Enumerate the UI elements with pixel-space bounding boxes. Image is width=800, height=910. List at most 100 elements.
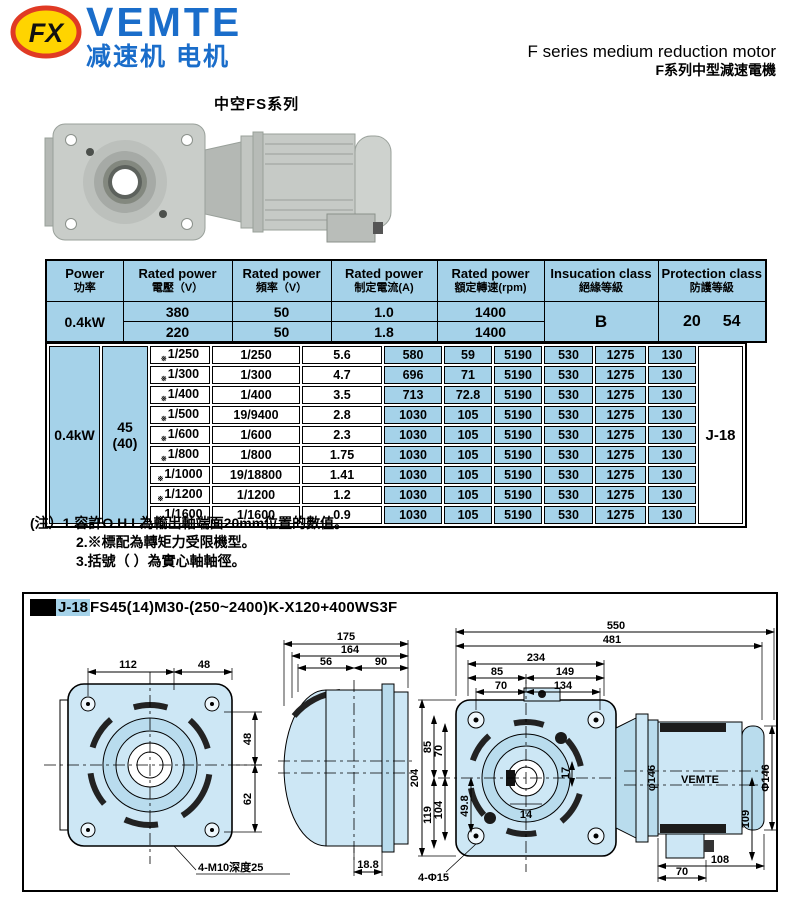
torque-kgfm: 105 bbox=[444, 446, 492, 464]
dim-17: 17 bbox=[560, 767, 572, 779]
ohl-kgf: 530 bbox=[544, 366, 593, 384]
dim-phi146-end: Φ146 bbox=[760, 764, 772, 791]
spec-row-220: 220 50 1.8 1400 bbox=[46, 321, 766, 343]
dim-14: 14 bbox=[520, 809, 533, 821]
page-ref: J-18 bbox=[698, 346, 743, 524]
val-1275: 1275 bbox=[595, 446, 646, 464]
speed-value: 1400 bbox=[436, 301, 545, 322]
output-speed: 2.3 bbox=[302, 426, 382, 444]
dim-18-8: 18.8 bbox=[357, 859, 378, 871]
torque-kgfm: 105 bbox=[444, 466, 492, 484]
dim-phi146-body: φ146 bbox=[646, 765, 658, 791]
val-1275: 1275 bbox=[595, 486, 646, 504]
torque-kgfm: 72.8 bbox=[444, 386, 492, 404]
ratio-a-value: 1/400 bbox=[167, 387, 200, 401]
ratio-mark: ※ bbox=[157, 476, 164, 483]
ratio-mark: ※ bbox=[160, 416, 167, 423]
dim-164: 164 bbox=[341, 644, 360, 656]
ratio-b: 1/600 bbox=[212, 426, 300, 444]
torque-nm: 1030 bbox=[384, 466, 442, 484]
ohl-kgf: 530 bbox=[544, 406, 593, 424]
dim-108: 108 bbox=[711, 854, 729, 866]
col-insulation-en: Insucation class bbox=[550, 266, 652, 282]
dim-49-8: 49.8 bbox=[459, 795, 471, 816]
shaft-size: 45 bbox=[117, 419, 133, 435]
voltage-value: 380 bbox=[122, 301, 233, 322]
torque-kgfm: 105 bbox=[444, 426, 492, 444]
ratio-row: 0.4kW 45 (40) ※1/250 1/250 5.6 580 59 51… bbox=[49, 346, 743, 524]
dim-134: 134 bbox=[554, 680, 573, 692]
dim-62: 62 bbox=[242, 793, 254, 805]
ratio-a-value: 1/300 bbox=[167, 367, 200, 381]
val-130: 130 bbox=[648, 486, 696, 504]
model-code: FS45(14)M30-(250~2400)K-X120+400WS3F bbox=[90, 598, 398, 616]
dim-70-bottom: 70 bbox=[676, 866, 688, 878]
val-130: 130 bbox=[648, 466, 696, 484]
motor-photo bbox=[204, 131, 392, 243]
val-1275: 1275 bbox=[595, 426, 646, 444]
dim-70-left: 70 bbox=[433, 745, 445, 757]
ratio-row: ※1/1600 1/1600 0.9 1030 105 5190 530 127… bbox=[49, 506, 743, 524]
current-value: 1.0 bbox=[330, 301, 438, 322]
ratio-shaft: 45 (40) bbox=[102, 346, 148, 524]
dim-85-top: 85 bbox=[491, 666, 503, 678]
col-current-en: Rated power bbox=[344, 266, 423, 282]
brand-logo: FX bbox=[10, 5, 82, 59]
output-speed: 1.2 bbox=[302, 486, 382, 504]
output-speed: 1.75 bbox=[302, 446, 382, 464]
torque-kgfm: 71 bbox=[444, 366, 492, 384]
ohl-n: 5190 bbox=[494, 466, 542, 484]
val-130: 130 bbox=[648, 446, 696, 464]
dim-119: 119 bbox=[422, 806, 434, 824]
ratio-b: 19/9400 bbox=[212, 406, 300, 424]
brand-name: VEMTE bbox=[86, 0, 243, 45]
torque-kgfm: 59 bbox=[444, 346, 492, 364]
ohl-kgf: 530 bbox=[544, 426, 593, 444]
ohl-n: 5190 bbox=[494, 406, 542, 424]
gearbox-photo bbox=[44, 123, 206, 241]
output-speed: 2.8 bbox=[302, 406, 382, 424]
ratio-b: 1/400 bbox=[212, 386, 300, 404]
current-value: 1.8 bbox=[330, 321, 438, 343]
ratio-table: 0.4kW 45 (40) ※1/250 1/250 5.6 580 59 51… bbox=[45, 342, 747, 528]
ratio-a-value: 1/250 bbox=[167, 347, 200, 361]
col-frequency-zh: 頻率（V） bbox=[255, 282, 308, 295]
ratio-b: 1/800 bbox=[212, 446, 300, 464]
val-130: 130 bbox=[648, 346, 696, 364]
ratio-mark: ※ bbox=[160, 376, 167, 383]
front-face-view: 112 48 48 62 4-M10深度25 bbox=[44, 659, 290, 875]
val-1275: 1275 bbox=[595, 366, 646, 384]
dim-90: 90 bbox=[375, 656, 387, 668]
ratio-a: ※1/400 bbox=[150, 386, 210, 404]
dim-112: 112 bbox=[119, 659, 137, 671]
side-profile-view: 175 164 56 90 18.8 bbox=[278, 631, 416, 876]
val-130: 130 bbox=[648, 406, 696, 424]
dim-204: 204 bbox=[409, 768, 421, 787]
note-1: (注）1.容許O.H.L為輸出軸端面20mm位置的數值。 bbox=[30, 515, 349, 531]
speed-value: 1400 bbox=[436, 321, 545, 343]
val-130: 130 bbox=[648, 366, 696, 384]
torque-kgfm: 105 bbox=[444, 506, 492, 524]
product-photo bbox=[44, 123, 392, 243]
col-voltage-zh: 電壓（V） bbox=[151, 282, 204, 295]
dim-56: 56 bbox=[320, 656, 332, 668]
dim-85-left: 85 bbox=[422, 741, 434, 753]
torque-nm: 1030 bbox=[384, 506, 442, 524]
val-1275: 1275 bbox=[595, 466, 646, 484]
ohl-n: 5190 bbox=[494, 346, 542, 364]
torque-kgfm: 105 bbox=[444, 486, 492, 504]
dim-48-right: 48 bbox=[242, 733, 254, 745]
val-1275: 1275 bbox=[595, 346, 646, 364]
ratio-a-value: 1/600 bbox=[167, 427, 200, 441]
corner-screw-icon bbox=[80, 696, 220, 838]
ratio-b: 19/18800 bbox=[212, 466, 300, 484]
frequency-value: 50 bbox=[231, 321, 332, 343]
val-130: 130 bbox=[648, 386, 696, 404]
ohl-n: 5190 bbox=[494, 486, 542, 504]
ratio-b: 1/300 bbox=[212, 366, 300, 384]
